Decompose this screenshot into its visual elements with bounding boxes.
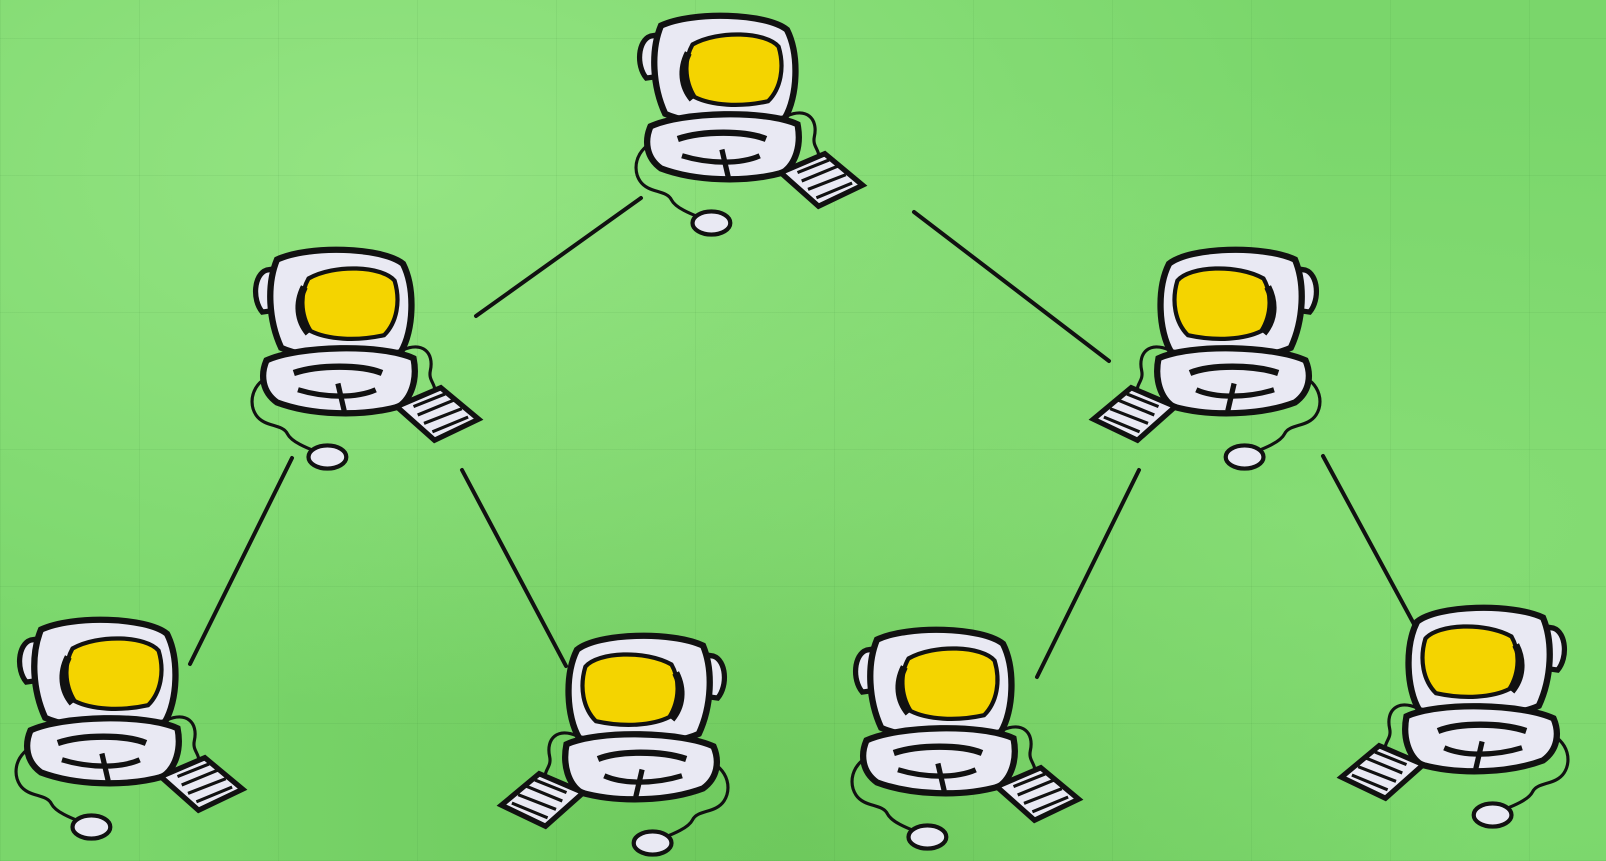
edge-left-to-ll: [188, 456, 294, 666]
edge-root-to-right: [912, 210, 1111, 363]
computer-icon: [636, 16, 863, 235]
computer-icon: [16, 620, 243, 839]
edge-right-to-rl: [1035, 468, 1141, 679]
computer-icon: [1341, 608, 1568, 827]
computer-icon: [501, 636, 728, 855]
computer-icon: [1093, 250, 1320, 469]
edge-left-to-lr: [460, 468, 568, 668]
edge-right-to-rr: [1321, 454, 1430, 652]
edge-root-to-left: [474, 196, 643, 318]
computer-icon: [252, 250, 479, 469]
